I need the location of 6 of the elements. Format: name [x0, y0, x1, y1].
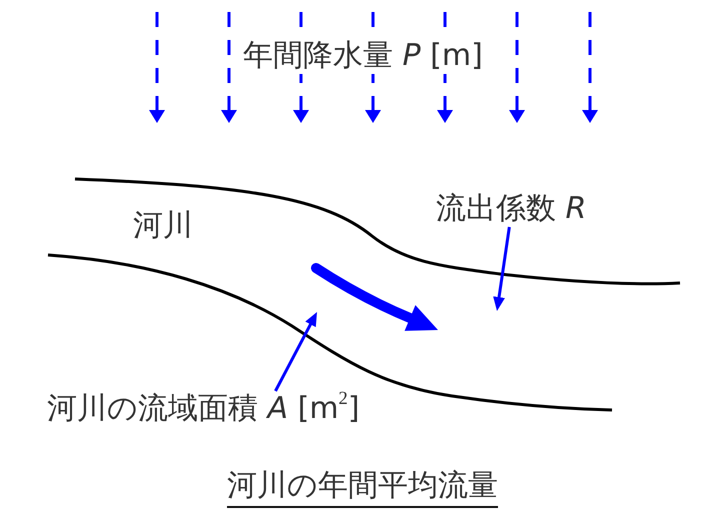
- river-label: 河川: [133, 208, 193, 244]
- caption: 河川の年間平均流量: [227, 468, 498, 508]
- annotation-label: 河川の流域面積 A [m$^{2}$]: [47, 391, 360, 427]
- leader-arrow: [493, 226, 511, 311]
- leader-arrow: [274, 312, 317, 392]
- annotation-label: 流出係数 R: [436, 191, 586, 227]
